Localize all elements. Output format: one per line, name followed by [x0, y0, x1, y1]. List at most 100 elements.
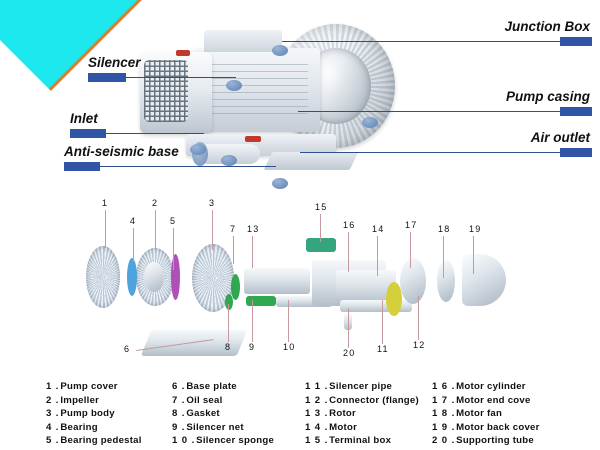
legend-number: 1 3 .	[305, 408, 329, 420]
number-2: 2	[152, 198, 159, 208]
connector-dot-air-outlet	[221, 155, 237, 166]
number-16: 16	[343, 220, 356, 230]
legend-label: Silencer sponge	[196, 435, 275, 447]
number-19: 19	[469, 224, 482, 234]
callout-anti-seismic-base-bar	[64, 161, 276, 171]
motor-red-lug	[176, 50, 190, 56]
legend-number: 4 .	[46, 421, 60, 433]
legend-number: 1 6 .	[432, 381, 456, 392]
legend-item: 7 .Oil seal	[172, 394, 274, 408]
legend-number: 3 .	[46, 408, 60, 420]
legend-label: Supporting tube	[456, 435, 534, 447]
product-photo-section: Silencer Inlet Anti-seismic base Junctio…	[0, 0, 600, 196]
connector-dot-base	[272, 178, 288, 189]
legend-item: 6 .Base plate	[172, 380, 274, 394]
legend-label: Silencer pipe	[329, 381, 393, 392]
legend-number: 1 5 .	[305, 435, 329, 447]
legend-item: 1 8 .Motor fan	[432, 407, 540, 421]
legend-item: 4 .Bearing	[46, 421, 142, 435]
part-bearing-pedestal	[171, 254, 180, 300]
callout-junction-box-bar	[282, 36, 592, 46]
leader-13	[252, 236, 253, 268]
leader-9	[252, 300, 253, 342]
callout-anti-seismic-base-label: Anti-seismic base	[64, 144, 179, 159]
leader-10	[288, 300, 289, 342]
legend-number: 1 9 .	[432, 421, 456, 433]
legend-item: 1 0 .Silencer sponge	[172, 434, 274, 448]
callout-anti-seismic-base: Anti-seismic base	[64, 145, 276, 171]
callout-silencer-bar	[88, 72, 236, 82]
legend-label: Terminal box	[329, 435, 392, 447]
legend-number: 8 .	[172, 408, 186, 420]
leader-2	[155, 210, 156, 250]
legend-number: 2 0 .	[432, 435, 456, 447]
number-11: 11	[377, 344, 389, 354]
number-9: 9	[249, 342, 256, 352]
part-bearing	[127, 258, 137, 296]
legend-number: 9 .	[172, 421, 186, 433]
part-base-plate	[140, 330, 248, 356]
legend-label: Connector (flange)	[329, 394, 419, 406]
callout-inlet-label: Inlet	[70, 111, 98, 126]
legend-label: Bearing	[60, 421, 98, 433]
legend-label: Oil seal	[186, 394, 223, 406]
legend-number: 2 .	[46, 394, 60, 406]
leader-1	[105, 210, 106, 248]
callout-inlet: Inlet	[70, 112, 204, 138]
legend-label: Pump cover	[60, 381, 118, 392]
number-5: 5	[170, 216, 177, 226]
leader-20	[348, 308, 349, 348]
connector-dot-junction-box	[272, 45, 288, 56]
number-13: 13	[247, 224, 260, 234]
callout-junction-box: Junction Box	[282, 20, 592, 46]
legend-number: 1 .	[46, 381, 60, 392]
leader-4	[133, 228, 134, 262]
legend-label: Motor end cove	[456, 394, 531, 406]
number-6: 6	[124, 344, 131, 354]
leader-3	[212, 210, 213, 250]
part-rotor	[244, 268, 310, 294]
legend-label: Bearing pedestal	[60, 435, 142, 447]
legend-number: 1 0 .	[172, 435, 196, 447]
legend-number: 5 .	[46, 435, 60, 447]
callout-junction-box-label: Junction Box	[504, 19, 590, 34]
leader-19	[473, 236, 474, 274]
inlet-pipe-shape	[198, 144, 260, 164]
legend-label: Pump body	[60, 408, 115, 420]
connector-dot-silencer	[226, 80, 242, 91]
legend-label: Gasket	[186, 408, 220, 420]
legend-item: 5 .Bearing pedestal	[46, 434, 142, 448]
part-oil-seal	[231, 274, 240, 300]
leader-7	[233, 236, 234, 264]
number-12: 12	[413, 340, 426, 350]
leader-8	[228, 304, 229, 342]
part-gasket	[225, 294, 233, 310]
number-7: 7	[230, 224, 237, 234]
leader-18	[443, 236, 444, 278]
legend-label: Silencer net	[186, 421, 244, 433]
leader-17	[410, 232, 411, 268]
legend-column-1: 1 .Pump cover 2 .Impeller 3 .Pump body 4…	[46, 380, 142, 448]
legend-label: Motor back cover	[456, 421, 540, 433]
junction-box-shape	[204, 30, 282, 52]
legend-column-4: 1 6 .Motor cylinder 1 7 .Motor end cove …	[432, 380, 540, 448]
callout-pump-casing-bar	[298, 106, 592, 116]
callout-air-outlet-label: Air outlet	[530, 130, 590, 145]
legend-item: 1 2 .Connector (flange)	[305, 394, 419, 408]
part-motor-back-cover	[462, 254, 506, 306]
legend-item: 2 0 .Supporting tube	[432, 434, 540, 448]
number-18: 18	[438, 224, 451, 234]
legend-number: 6 .	[172, 381, 186, 392]
legend-number: 1 7 .	[432, 394, 456, 406]
legend-item: 1 6 .Motor cylinder	[432, 380, 540, 394]
legend-item: 9 .Silencer net	[172, 421, 274, 435]
legend-item: 8 .Gasket	[172, 407, 274, 421]
part-motor-fan	[437, 260, 455, 302]
number-1: 1	[102, 198, 109, 208]
callout-air-outlet-bar	[300, 147, 592, 157]
legend-item: 1 .Pump cover	[46, 380, 142, 394]
number-15: 15	[315, 202, 328, 212]
part-silencer-net	[246, 296, 276, 306]
leader-5	[173, 228, 174, 270]
